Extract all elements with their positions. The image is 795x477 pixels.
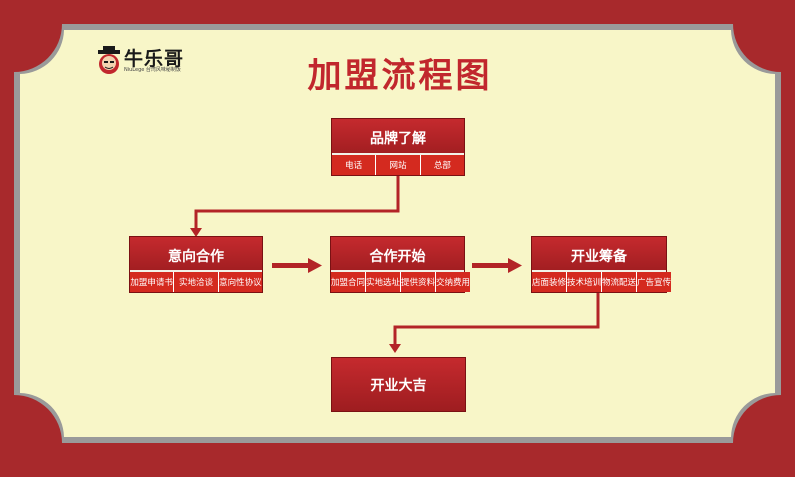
step-brand-understanding: 品牌了解 电话 网站 总部 — [331, 118, 465, 176]
sub-item: 广告宣传 — [636, 272, 672, 292]
step-title: 合作开始 — [331, 237, 464, 274]
step-grand-opening: 开业大吉 — [331, 357, 466, 412]
sub-item: 实地选址 — [365, 272, 401, 292]
brand-tagline: NiuLege 台湾风味秘制饭 — [124, 67, 181, 73]
sub-item: 技术培训 — [566, 272, 602, 292]
step-cooperation-start: 合作开始 加盟合同 实地选址 提供资料 交纳费用 — [330, 236, 471, 293]
sub-item: 物流配送 — [601, 272, 637, 292]
sub-item: 提供资料 — [400, 272, 436, 292]
step-title: 意向合作 — [130, 237, 262, 274]
sub-item: 电话 — [332, 155, 376, 175]
step-intent-cooperation: 意向合作 加盟申请书 实地洽谈 意向性协议 — [129, 236, 263, 293]
step-title: 开业筹备 — [532, 237, 666, 274]
brand-name: 牛乐哥 — [124, 48, 185, 70]
sub-item: 店面装修 — [532, 272, 567, 292]
sub-item: 加盟合同 — [331, 272, 366, 292]
sub-item: 交纳费用 — [435, 272, 471, 292]
step-title: 品牌了解 — [332, 119, 464, 157]
step-title: 开业大吉 — [332, 358, 465, 411]
brand-logo-icon — [98, 46, 120, 74]
sub-item: 加盟申请书 — [130, 272, 174, 292]
sub-item: 实地洽谈 — [173, 272, 218, 292]
sub-item: 总部 — [419, 155, 464, 175]
sub-item: 意向性协议 — [217, 272, 262, 292]
step-opening-preparation: 开业筹备 店面装修 技术培训 物流配送 广告宣传 — [531, 236, 672, 293]
page-title: 加盟流程图 — [307, 56, 493, 96]
sub-item: 网站 — [375, 155, 420, 175]
